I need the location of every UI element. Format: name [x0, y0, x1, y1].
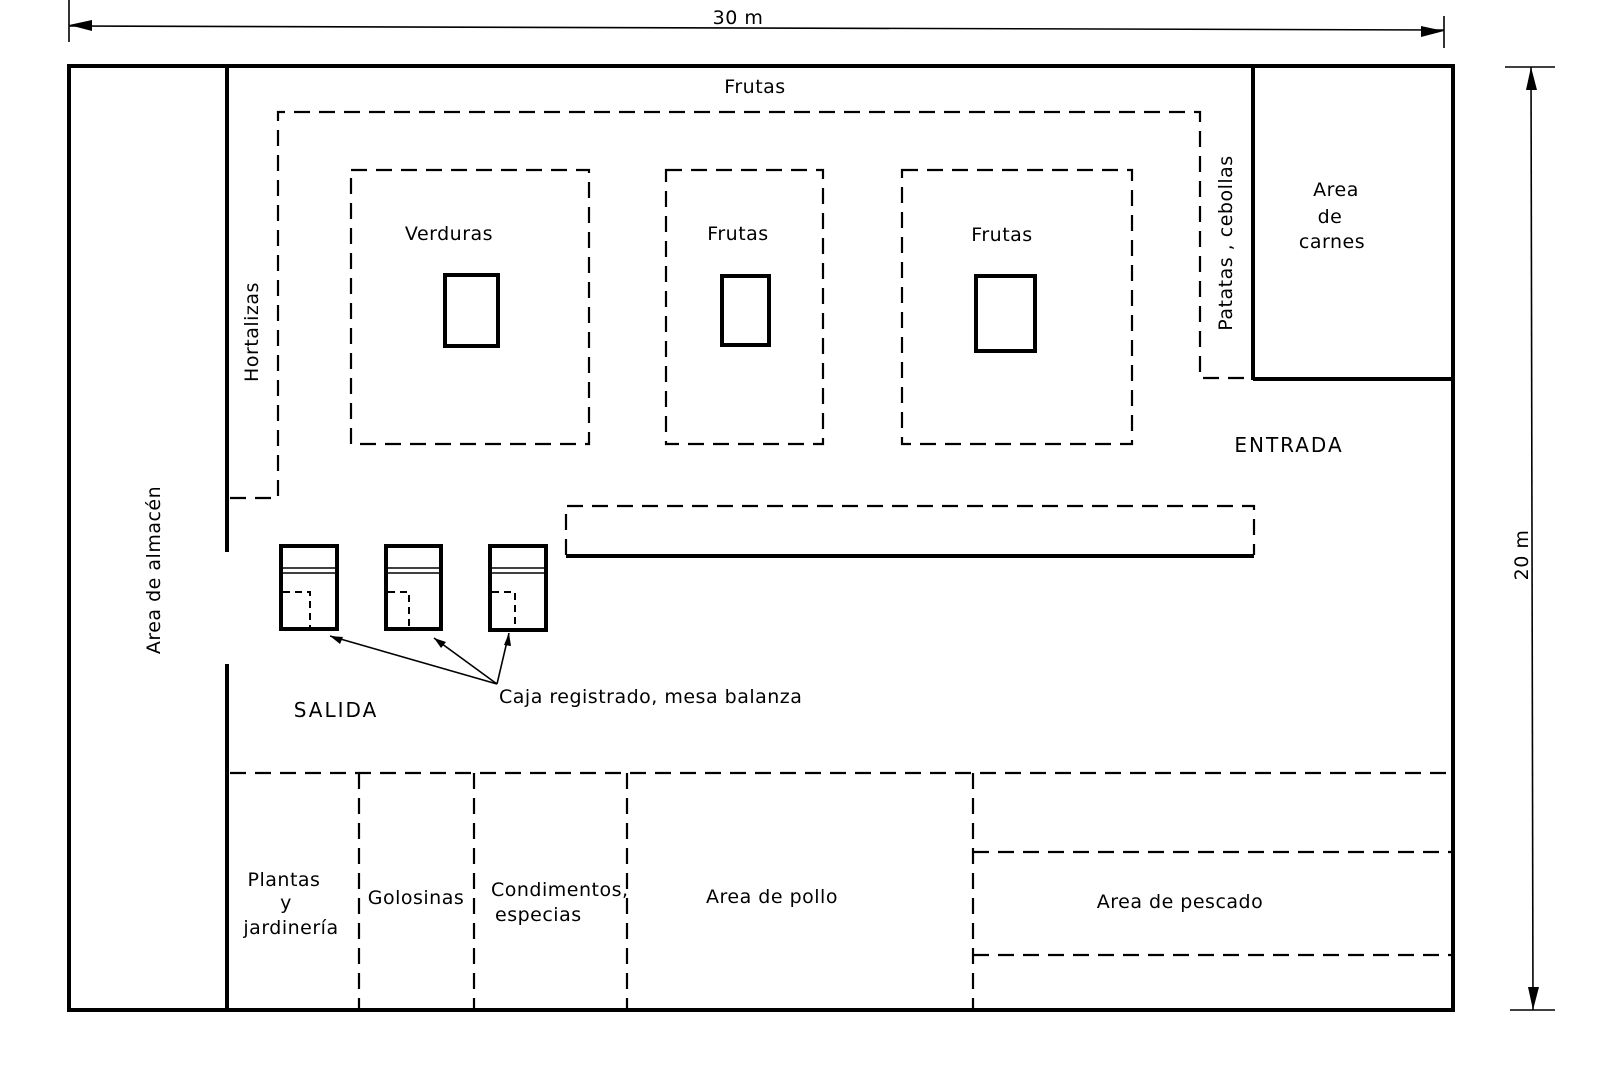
display-stand: [974, 274, 1037, 353]
width-dimension: 30 m: [68, 0, 1445, 48]
checkout-note-label: Caja registrado, mesa balanza: [499, 686, 802, 708]
spices-label-1: Condimentos,: [491, 879, 629, 901]
arrow-right-icon: [1421, 26, 1444, 37]
plants-label-3: jardinería: [242, 917, 338, 939]
height-dimension: 20 m: [1505, 66, 1555, 1011]
island-frutas-1: Frutas: [664, 168, 825, 446]
plants-label-2: y: [280, 892, 292, 914]
counter-body: [384, 544, 443, 631]
display-stand: [443, 273, 500, 348]
arrow-up-icon: [1526, 67, 1537, 90]
island-label: Frutas: [707, 223, 768, 245]
counter-body: [488, 544, 548, 632]
height-dimension-line: [1530, 66, 1534, 1011]
leader-line: [433, 637, 498, 685]
leader-line: [329, 635, 498, 685]
plants-label-1: Plantas: [248, 869, 321, 891]
meat-area: Area de carnes: [1251, 66, 1453, 381]
arrowhead-icon: [434, 638, 446, 648]
central-counter: [564, 504, 1256, 558]
checkout-leader-lines: Caja registrado, mesa balanza: [329, 632, 802, 708]
display-stand: [720, 274, 771, 347]
scale-outline: [283, 591, 311, 628]
scale-outline: [388, 591, 410, 628]
island-frutas-2: Frutas: [900, 168, 1134, 446]
poultry-label: Area de pollo: [706, 886, 838, 908]
height-label: 20 m: [1511, 530, 1533, 581]
checkout-counters: [279, 544, 548, 632]
bottom-sections: Plantas y jardinería Golosinas Condiment…: [230, 771, 1451, 1008]
checkout-counter: [488, 544, 548, 632]
storage-area-label: Area de almacén: [143, 486, 165, 654]
width-dimension-line: [68, 25, 1445, 31]
counter-body: [279, 544, 339, 631]
arrow-left-icon: [69, 20, 92, 31]
island-outline: [900, 168, 1134, 446]
produce-perimeter-shelf: Frutas Hortalizas Patatas , cebollas: [230, 76, 1253, 500]
checkout-counter: [279, 544, 339, 631]
potatoes-onions-label: Patatas , cebollas: [1215, 155, 1237, 330]
spices-label-2: especias: [495, 904, 582, 926]
arrowhead-icon: [330, 636, 343, 644]
arrow-down-icon: [1528, 987, 1539, 1010]
island-outline: [349, 168, 591, 446]
exit-label: SALIDA: [294, 698, 379, 722]
fish-label: Area de pescado: [1097, 891, 1263, 913]
island-label: Frutas: [971, 224, 1032, 246]
entrance-label: ENTRADA: [1234, 433, 1343, 457]
meat-area-label-1: Area: [1313, 179, 1359, 201]
counter-outline: [564, 504, 1256, 555]
fruits-top-label: Frutas: [724, 76, 785, 98]
meat-area-label-2: de: [1318, 206, 1343, 228]
produce-shelf-outline: [230, 110, 1253, 500]
meat-area-label-3: carnes: [1299, 231, 1365, 253]
island-outline: [664, 168, 825, 446]
island-label: Verduras: [405, 223, 493, 245]
candy-label: Golosinas: [368, 887, 465, 909]
vegetables-side-label: Hortalizas: [241, 282, 263, 382]
outer-wall: [67, 64, 1455, 1012]
island-verduras: Verduras: [349, 168, 591, 446]
arrowhead-icon: [504, 633, 511, 646]
width-label: 30 m: [713, 7, 764, 29]
checkout-counter: [384, 544, 443, 631]
